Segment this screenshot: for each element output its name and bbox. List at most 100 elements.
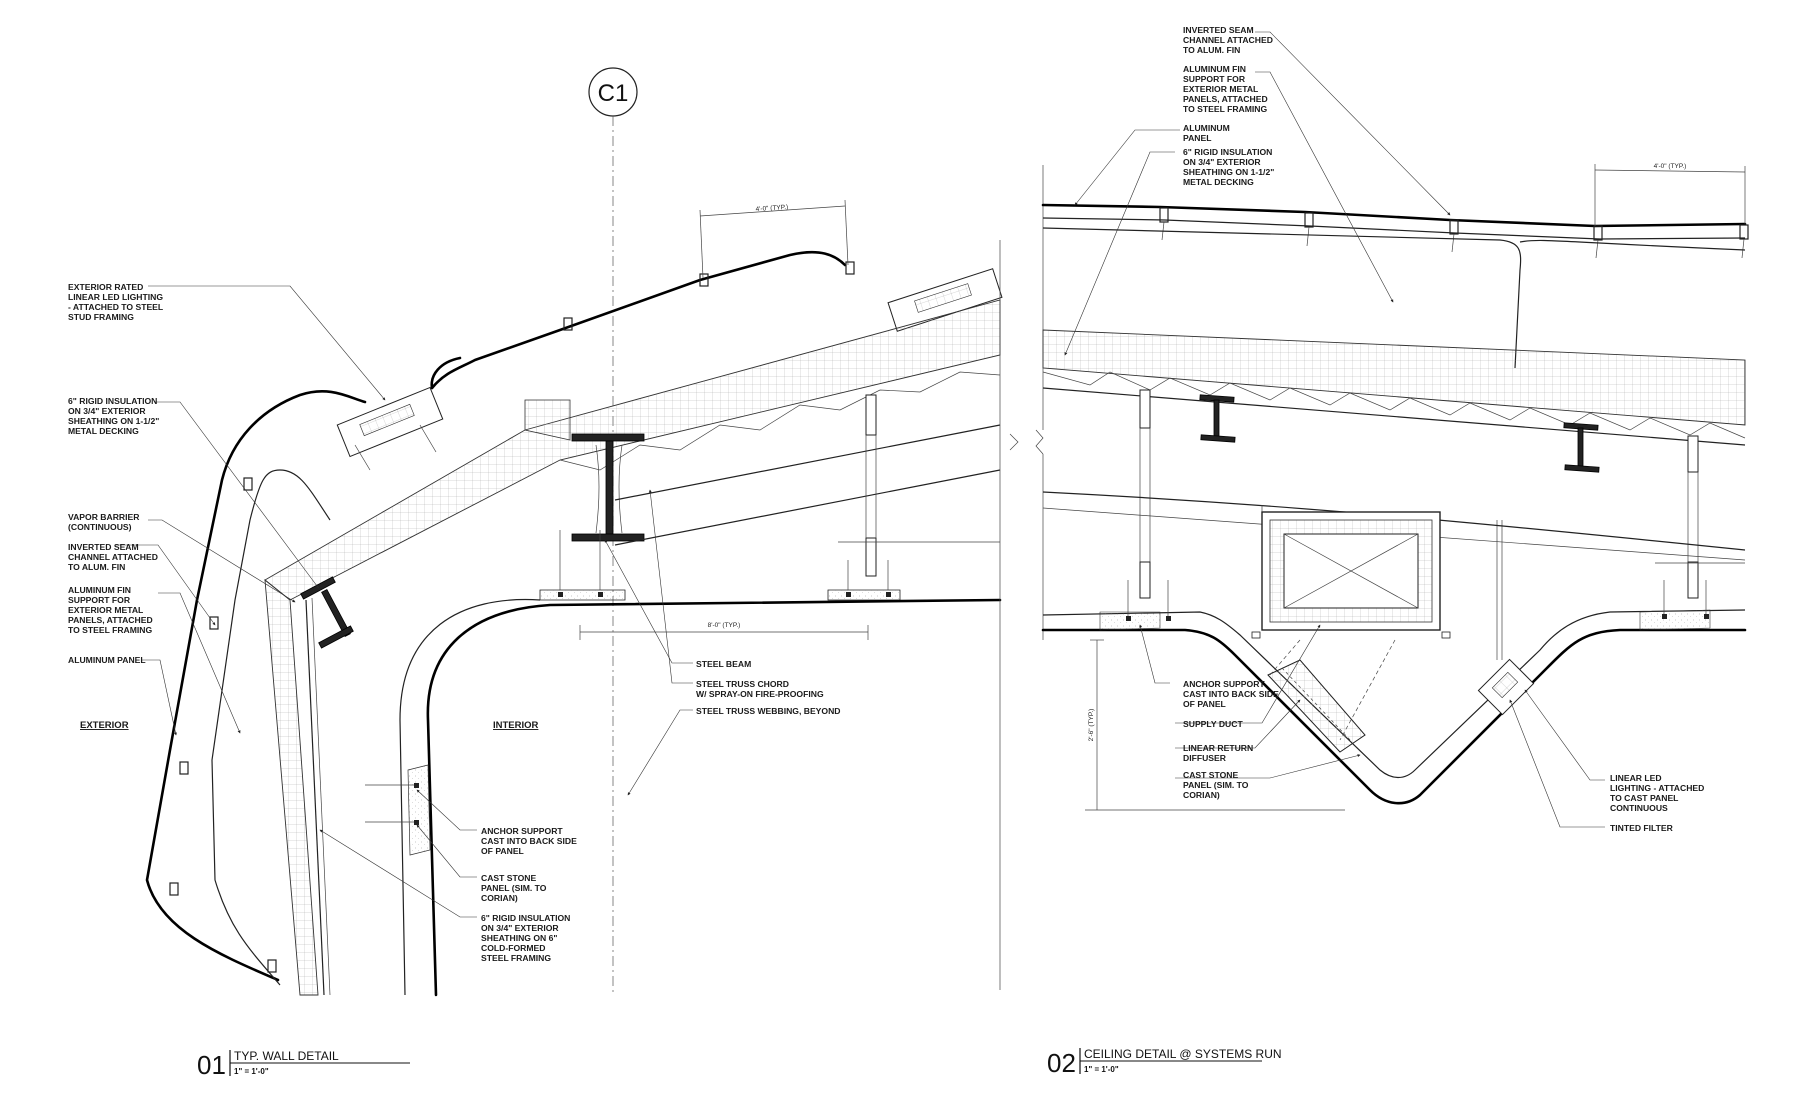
led-light-fixture-1 bbox=[336, 386, 444, 471]
svg-text:STEEL BEAM: STEEL BEAM bbox=[696, 659, 751, 669]
svg-text:(CONTINUOUS): (CONTINUOUS) bbox=[68, 522, 132, 532]
svg-text:ON 3/4" EXTERIOR: ON 3/4" EXTERIOR bbox=[481, 923, 559, 933]
detail-02-leaders bbox=[1064, 31, 1605, 828]
detail-02-ceiling: 2'-6" (TYP.) 4'-0" (TYP.) INVERTED SEAM … bbox=[1009, 25, 1749, 1078]
svg-text:STEEL TRUSS WEBBING, BEYOND: STEEL TRUSS WEBBING, BEYOND bbox=[696, 706, 841, 716]
svg-text:LINEAR LED: LINEAR LED bbox=[1610, 773, 1662, 783]
label-exterior: EXTERIOR bbox=[80, 720, 129, 731]
ceiling-led-lighting bbox=[1477, 658, 1535, 716]
svg-text:6" RIGID INSULATION: 6" RIGID INSULATION bbox=[1183, 147, 1272, 157]
svg-text:EXTERIOR METAL: EXTERIOR METAL bbox=[1183, 84, 1258, 94]
svg-text:ALUMINUM FIN: ALUMINUM FIN bbox=[68, 585, 131, 595]
svg-text:STUD FRAMING: STUD FRAMING bbox=[68, 312, 134, 322]
svg-text:ALUMINUM FIN: ALUMINUM FIN bbox=[1183, 64, 1246, 74]
detail-01-leaders bbox=[115, 285, 693, 918]
svg-text:CAST STONE: CAST STONE bbox=[481, 873, 536, 883]
svg-text:PANEL (SIM. TO: PANEL (SIM. TO bbox=[481, 883, 547, 893]
svg-text:PANEL: PANEL bbox=[1183, 133, 1212, 143]
detail-01-wall: C1 bbox=[68, 67, 1003, 1080]
note-vapor-barrier: VAPOR BARRIER (CONTINUOUS) bbox=[68, 512, 140, 532]
detail-01-title: TYP. WALL DETAIL bbox=[234, 1049, 339, 1063]
svg-text:SUPPLY DUCT: SUPPLY DUCT bbox=[1183, 719, 1243, 729]
svg-text:TO STEEL FRAMING: TO STEEL FRAMING bbox=[1183, 104, 1268, 114]
svg-text:PANEL (SIM. TO: PANEL (SIM. TO bbox=[1183, 780, 1249, 790]
svg-text:TO CAST PANEL: TO CAST PANEL bbox=[1610, 793, 1678, 803]
note-steel-beam: STEEL BEAM bbox=[696, 659, 751, 669]
note-inverted-seam-02: INVERTED SEAM CHANNEL ATTACHED TO ALUM. … bbox=[1183, 25, 1273, 55]
note-anchor-support-02: ANCHOR SUPPORT CAST INTO BACK SIDE OF PA… bbox=[1183, 679, 1279, 709]
note-led-lighting: EXTERIOR RATED LINEAR LED LIGHTING - ATT… bbox=[68, 282, 163, 322]
svg-text:SUPPORT FOR: SUPPORT FOR bbox=[1183, 74, 1246, 84]
detail-02-title: CEILING DETAIL @ SYSTEMS RUN bbox=[1084, 1047, 1282, 1061]
label-interior: INTERIOR bbox=[493, 720, 539, 731]
ceiling-roof-insulation bbox=[1042, 329, 1746, 446]
svg-text:CAST INTO BACK SIDE: CAST INTO BACK SIDE bbox=[481, 836, 577, 846]
svg-text:LINEAR RETURN: LINEAR RETURN bbox=[1183, 743, 1253, 753]
svg-text:OF PANEL: OF PANEL bbox=[1183, 699, 1226, 709]
roof-insulation bbox=[264, 299, 1001, 601]
detail-02-title-block: 02 CEILING DETAIL @ SYSTEMS RUN 1" = 1'-… bbox=[1047, 1047, 1282, 1078]
svg-text:METAL DECKING: METAL DECKING bbox=[1183, 177, 1254, 187]
svg-text:VAPOR BARRIER: VAPOR BARRIER bbox=[68, 512, 140, 522]
svg-text:6" RIGID INSULATION: 6" RIGID INSULATION bbox=[481, 913, 570, 923]
svg-text:TINTED FILTER: TINTED FILTER bbox=[1610, 823, 1674, 833]
dim-height: 2'-6" (TYP.) bbox=[1085, 639, 1345, 811]
svg-text:CORIAN): CORIAN) bbox=[481, 893, 518, 903]
svg-text:PANELS, ATTACHED: PANELS, ATTACHED bbox=[68, 615, 153, 625]
svg-text:INVERTED SEAM: INVERTED SEAM bbox=[68, 542, 139, 552]
dim-panel-spacing-02-text: 4'-0" (TYP.) bbox=[1654, 163, 1687, 170]
note-truss-webbing: STEEL TRUSS WEBBING, BEYOND bbox=[696, 706, 841, 716]
ceiling-hangers bbox=[1139, 389, 1699, 660]
svg-text:TO ALUM. FIN: TO ALUM. FIN bbox=[68, 562, 125, 572]
cast-stone-panel bbox=[365, 598, 1002, 997]
note-anchor-support-01: ANCHOR SUPPORT CAST INTO BACK SIDE OF PA… bbox=[481, 826, 577, 856]
note-cast-stone-01: CAST STONE PANEL (SIM. TO CORIAN) bbox=[481, 873, 547, 903]
svg-text:DIFFUSER: DIFFUSER bbox=[1183, 753, 1227, 763]
wall-insulation bbox=[264, 578, 331, 996]
detail-02-scale: 1" = 1'-0" bbox=[1084, 1065, 1119, 1074]
detail-01-number: 01 bbox=[197, 1050, 226, 1080]
grid-line-c1: C1 bbox=[588, 67, 638, 995]
svg-text:ANCHOR SUPPORT: ANCHOR SUPPORT bbox=[1183, 679, 1265, 689]
note-aluminum-fin-02: ALUMINUM FIN SUPPORT FOR EXTERIOR METAL … bbox=[1183, 64, 1268, 114]
svg-text:INVERTED SEAM: INVERTED SEAM bbox=[1183, 25, 1254, 35]
steel-beam bbox=[571, 433, 645, 542]
svg-text:ANCHOR SUPPORT: ANCHOR SUPPORT bbox=[481, 826, 563, 836]
svg-text:CAST INTO BACK SIDE: CAST INTO BACK SIDE bbox=[1183, 689, 1279, 699]
break-marks bbox=[1009, 165, 1044, 640]
svg-text:TO STEEL FRAMING: TO STEEL FRAMING bbox=[68, 625, 153, 635]
dim-panel-spacing: 4'-0" (TYP.) bbox=[699, 199, 849, 279]
svg-text:OF PANEL: OF PANEL bbox=[481, 846, 524, 856]
ceiling-anchors bbox=[539, 530, 901, 601]
note-linear-return-diffuser: LINEAR RETURN DIFFUSER bbox=[1183, 743, 1253, 763]
note-truss-chord: STEEL TRUSS CHORD W/ SPRAY-ON FIRE-PROOF… bbox=[696, 679, 824, 699]
note-rigid-insulation-wall: 6" RIGID INSULATION ON 3/4" EXTERIOR SHE… bbox=[481, 913, 570, 963]
supply-duct bbox=[1251, 505, 1451, 639]
svg-text:STEEL FRAMING: STEEL FRAMING bbox=[481, 953, 551, 963]
grid-bubble-label: C1 bbox=[598, 80, 629, 107]
svg-text:EXTERIOR RATED: EXTERIOR RATED bbox=[68, 282, 143, 292]
note-aluminum-fin: ALUMINUM FIN SUPPORT FOR EXTERIOR METAL … bbox=[68, 585, 153, 635]
svg-text:METAL DECKING: METAL DECKING bbox=[68, 426, 139, 436]
svg-text:CHANNEL ATTACHED: CHANNEL ATTACHED bbox=[68, 552, 158, 562]
svg-text:TO ALUM. FIN: TO ALUM. FIN bbox=[1183, 45, 1240, 55]
svg-text:ALUMINUM: ALUMINUM bbox=[1183, 123, 1230, 133]
note-cast-stone-02: CAST STONE PANEL (SIM. TO CORIAN) bbox=[1183, 770, 1249, 800]
dim-height-text: 2'-6" (TYP.) bbox=[1088, 709, 1095, 742]
note-aluminum-panel: ALUMINUM PANEL bbox=[68, 655, 146, 665]
svg-text:CHANNEL ATTACHED: CHANNEL ATTACHED bbox=[1183, 35, 1273, 45]
note-inverted-seam: INVERTED SEAM CHANNEL ATTACHED TO ALUM. … bbox=[68, 542, 158, 572]
aluminum-fin bbox=[1042, 227, 1746, 369]
svg-text:6" RIGID INSULATION: 6" RIGID INSULATION bbox=[68, 396, 157, 406]
roof-aluminum-panel bbox=[1041, 203, 1749, 259]
note-tinted-filter: TINTED FILTER bbox=[1610, 823, 1674, 833]
svg-text:LIGHTING - ATTACHED: LIGHTING - ATTACHED bbox=[1610, 783, 1704, 793]
svg-text:LINEAR LED LIGHTING: LINEAR LED LIGHTING bbox=[68, 292, 163, 302]
dim-panel-spacing-text: 4'-0" (TYP.) bbox=[755, 204, 788, 213]
svg-text:- ATTACHED TO STEEL: - ATTACHED TO STEEL bbox=[68, 302, 163, 312]
ceiling-cast-stone-panel bbox=[1041, 580, 1747, 805]
dim-panel-spacing-02: 4'-0" (TYP.) bbox=[1594, 163, 1746, 226]
note-rigid-insulation-roof: 6" RIGID INSULATION ON 3/4" EXTERIOR SHE… bbox=[68, 396, 159, 436]
svg-text:CONTINUOUS: CONTINUOUS bbox=[1610, 803, 1668, 813]
